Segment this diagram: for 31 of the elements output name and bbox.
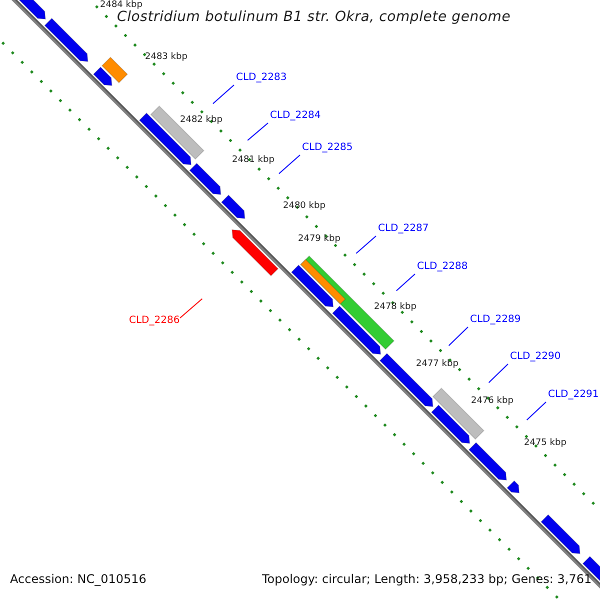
gene-label: CLD_2285 <box>302 142 353 154</box>
scale-label: 2481 kbp <box>232 155 274 166</box>
leader-line <box>356 236 376 254</box>
gene-label: CLD_2289 <box>470 314 521 326</box>
scale-label: 2484 kbp <box>100 0 142 10</box>
leader-line <box>396 274 416 292</box>
gene-label: CLD_2288 <box>417 261 468 272</box>
scale-label: 2480 kbp <box>283 201 326 212</box>
scale-label: 2478 kbp <box>374 302 416 312</box>
leader-line <box>526 402 546 420</box>
title: Clostridium botulinum B1 str. Okra, complete genome <box>117 9 511 26</box>
scale-label: 2479 kbp <box>298 234 340 244</box>
scale-label: 2475 kbp <box>524 438 566 448</box>
scale-label: 2482 kbp <box>180 115 222 126</box>
gene-label: CLD_2290 <box>510 351 561 362</box>
leader-line <box>448 326 468 346</box>
footer-note: Accession: NC_010516 <box>10 573 146 587</box>
scale-label: 2476 kbp <box>471 396 514 406</box>
footer-note: Topology: circular; Length: 3,958,233 bp; Genes: 3,761 <box>262 573 592 587</box>
leader-line <box>180 298 203 318</box>
leader-line <box>488 364 508 384</box>
gene-label: CLD_2291 <box>548 389 599 400</box>
scale-label: 2477 kbp <box>416 359 458 370</box>
leader-line <box>247 122 268 141</box>
gene-label: CLD_2284 <box>270 110 321 122</box>
gene-label: CLD_2286 <box>129 315 180 326</box>
leader-line <box>212 84 234 104</box>
gene-label: CLD_2287 <box>378 223 429 234</box>
scale-label: 2483 kbp <box>145 52 188 62</box>
leader-line <box>278 154 300 174</box>
gene-label: CLD_2283 <box>236 72 287 84</box>
